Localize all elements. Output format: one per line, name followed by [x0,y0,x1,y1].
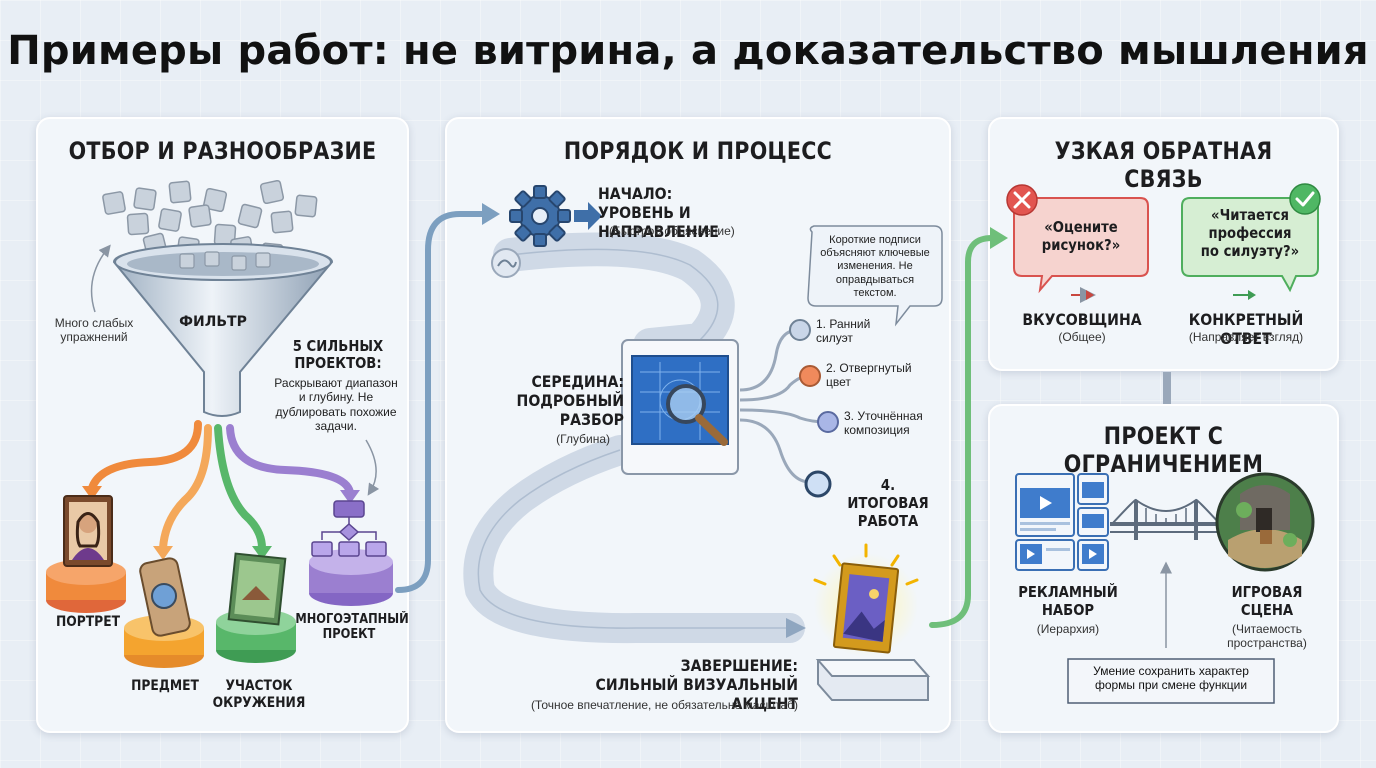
connector-arrowhead-2 [990,227,1008,249]
end-subtitle: (Точное впечатление, не обязательно масш… [530,698,798,712]
step4-node [804,470,832,498]
bad-label: ВКУСОВЩИНА [1022,310,1142,329]
step1-node [789,319,811,341]
bad-subtitle: (Общее) [1058,330,1106,344]
game-scene-icon [1215,472,1315,572]
portrait-icon [46,495,126,613]
blueprint-icon [621,339,739,475]
many-weak-label: Много слабых упражнений [54,316,134,345]
process-ribbon [463,232,805,644]
ad-set-label: РЕКЛАМНЫЙ НАБОР [1018,583,1118,619]
connector-process-to-feedback [929,235,995,628]
step2-label: 2. Отвергнутый цвет [826,361,912,390]
filter-label: ФИЛЬТР [179,314,247,330]
gear-arrow-icon [574,202,602,230]
strong-projects-desc: Раскрывают диапазон и глубину. Не дублир… [274,376,398,434]
callout-bubble [807,225,943,327]
portrait-label: ПОРТРЕТ [55,614,121,630]
flow-arrowheads [82,486,360,560]
middle-subtitle: (Глубина) [556,432,610,446]
step3-label: 3. Уточнённая композиция [844,409,923,438]
constraint-note-box [1067,658,1275,704]
step2-node [799,365,821,387]
step1-label: 1. Ранний силуэт [816,317,871,346]
ad-set-icon [1015,473,1109,571]
gear-icon [509,185,571,247]
constraint-note: Умение сохранить характер формы при смен… [1093,664,1249,693]
start-subtitle: (Быстрое объяснение) [609,224,735,238]
bridge-icon [1110,498,1222,540]
final-artwork-icon [813,543,931,701]
good-feedback-check-icon [1289,183,1321,215]
good-subtitle: (Направляет взгляд) [1188,330,1304,344]
environment-icon [216,552,296,663]
end-title: ЗАВЕРШЕНИЕ: СИЛЬНЫЙ ВИЗУАЛЬНЫЙ АКЦЕНТ [595,656,798,714]
arrow-weak-exercises [90,244,111,313]
branch-lines [739,328,827,484]
connector-arrowhead-1 [482,203,500,225]
good-label: КОНКРЕТНЫЙ ОТВЕТ [1188,310,1304,349]
game-scene-subtitle: (Читаемость пространства) [1227,622,1307,651]
middle-title: СЕРЕДИНА: ПОДРОБНЫЙ РАЗБОР [516,372,624,429]
connector-selection-to-process [395,211,489,593]
start-title: НАЧАЛО: УРОВЕНЬ И НАПРАВЛЕНИЕ [598,184,719,242]
item-label: ПРЕДМЕТ [131,678,199,694]
bad-feedback-x-icon [1006,184,1038,216]
ribbon-arrowhead [786,618,806,638]
panel-feedback-title: УЗКАЯ ОБРАТНАЯ СВЯЗЬ [1054,137,1273,193]
step3-node [817,411,839,433]
funnel-flows [88,420,354,552]
multistage-label: МНОГОЭТАПНЫЙ ПРОЕКТ [295,612,409,643]
panel-constraint-title: ПРОЕКТ С ОГРАНИЧЕНИЕМ [1063,422,1264,478]
callout-text: Короткие подписи объясняют ключевые изме… [820,234,930,299]
panel-link [1163,372,1171,404]
bad-quote: «Оцените рисунок?» [1041,218,1121,254]
page-title: Примеры работ: не витрина, а доказательс… [7,28,1369,74]
step4-label: 4. ИТОГОВАЯ РАБОТА [847,476,929,530]
panel-selection-title: ОТБОР И РАЗНООБРАЗИЕ [68,137,377,165]
good-quote: «Читается профессия по силуэту?» [1200,206,1300,260]
multistage-icon [309,500,393,606]
arrow-strong-projects [365,439,380,496]
strong-projects-title: 5 СИЛЬНЫХ ПРОЕКТОВ: [292,337,384,373]
funnel-icon [112,243,334,417]
panel-process-title: ПОРЯДОК И ПРОЦЕСС [563,137,833,165]
ad-set-subtitle: (Иерархия) [1036,622,1100,636]
environment-label: УЧАСТОК ОКРУЖЕНИЯ [212,678,306,711]
game-scene-label: ИГРОВАЯ СЦЕНА [1231,583,1303,619]
item-icon [124,557,204,668]
